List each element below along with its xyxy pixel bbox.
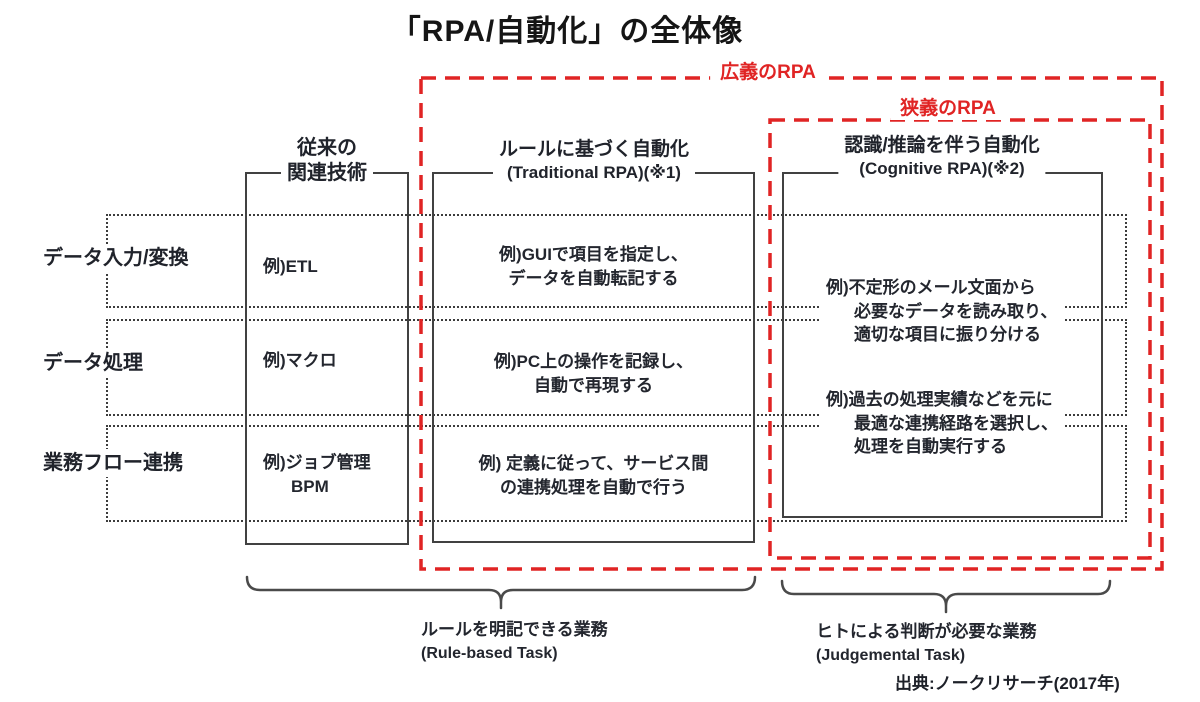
cell-legacy-macro-line1: 例)マクロ (263, 351, 337, 370)
cell-legacy-etl: 例)ETL (263, 255, 318, 279)
cell-traditional-gui: 例)GUIで項目を指定し、 データを自動転記する (432, 243, 755, 290)
column-header-legacy-line1: 従来の (297, 137, 357, 159)
column-header-traditional-line1: ルールに基づく自動化 (498, 139, 690, 160)
cell-traditional-service-line1: 例) 定義に従って、サービス間 (478, 454, 709, 473)
judgemental-task-line2: (Judgemental Task) (816, 647, 966, 664)
judgemental-task-line1: ヒトによる判断が必要な業務 (816, 622, 1037, 641)
row-label-data-processing: データ処理 (39, 349, 147, 377)
cell-cognitive-history-line1: 例)過去の処理実績などを元に (826, 390, 1053, 409)
cell-cognitive-history-line2: 最適な連携経路を選択し、 (854, 413, 1058, 433)
cell-cognitive-mail-line2: 必要なデータを読み取り、 (854, 301, 1058, 321)
cell-legacy-job-line1: 例)ジョブ管理 (263, 453, 371, 472)
broad-rpa-label: 広義のRPA (710, 62, 826, 84)
cell-traditional-service: 例) 定義に従って、サービス間 の連携処理を自動で行う (432, 452, 755, 499)
row-label-workflow: 業務フロー連携 (39, 449, 187, 477)
cell-traditional-gui-line2: データを自動転記する (508, 268, 679, 288)
rule-based-brace (245, 575, 757, 610)
rule-based-task-line2: (Rule-based Task) (421, 645, 558, 662)
cell-traditional-service-line2: の連携処理を自動で行う (500, 477, 687, 497)
row-label-data-input: データ入力/変換 (39, 244, 193, 272)
rule-based-task-line1: ルールを明記できる業務 (421, 620, 608, 639)
column-header-cognitive-line1: 認識/推論を伴う自動化 (844, 135, 1040, 156)
judgemental-task-label: ヒトによる判断が必要な業務 (Judgemental Task) (816, 620, 1037, 668)
cell-traditional-gui-line1: 例)GUIで項目を指定し、 (499, 245, 688, 264)
narrow-rpa-label: 狭義のRPA (890, 98, 1006, 120)
cell-legacy-macro: 例)マクロ (263, 349, 337, 373)
column-header-legacy-line2: 関連技術 (287, 162, 367, 184)
column-header-legacy-tech: 従来の 関連技術 (281, 136, 373, 186)
source-credit: 出典:ノークリサーチ(2017年) (895, 674, 1120, 693)
cell-traditional-record: 例)PC上の操作を記録し、 自動で再現する (432, 350, 755, 397)
judgemental-brace (780, 579, 1112, 614)
cell-legacy-job-bpm: 例)ジョブ管理 BPM (263, 451, 371, 498)
rule-based-task-label: ルールを明記できる業務 (Rule-based Task) (421, 618, 608, 666)
cell-traditional-record-line1: 例)PC上の操作を記録し、 (493, 352, 694, 371)
cell-cognitive-history-line3: 処理を自動実行する (854, 437, 1007, 456)
column-header-cognitive-rpa: 認識/推論を伴う自動化 (Cognitive RPA)(※2) (838, 133, 1046, 180)
page-title: 「RPA/自動化」の全体像 (390, 15, 744, 48)
column-header-traditional-rpa: ルールに基づく自動化 (Traditional RPA)(※1) (492, 137, 696, 184)
cell-traditional-record-line2: 自動で再現する (534, 375, 653, 395)
cell-cognitive-history: 例)過去の処理実績などを元に 最適な連携経路を選択し、 処理を自動実行する (820, 386, 1064, 461)
cell-cognitive-mail-line3: 適切な項目に振り分ける (854, 325, 1041, 344)
column-header-traditional-line2: (Traditional RPA)(※1) (507, 163, 681, 182)
cell-cognitive-mail: 例)不定形のメール文面から 必要なデータを読み取り、 適切な項目に振り分ける (820, 274, 1064, 349)
cell-legacy-job-line2: BPM (291, 476, 329, 496)
column-header-cognitive-line2: (Cognitive RPA)(※2) (859, 159, 1025, 178)
cell-cognitive-mail-line1: 例)不定形のメール文面から (826, 278, 1036, 297)
cell-legacy-etl-line1: 例)ETL (263, 257, 318, 276)
